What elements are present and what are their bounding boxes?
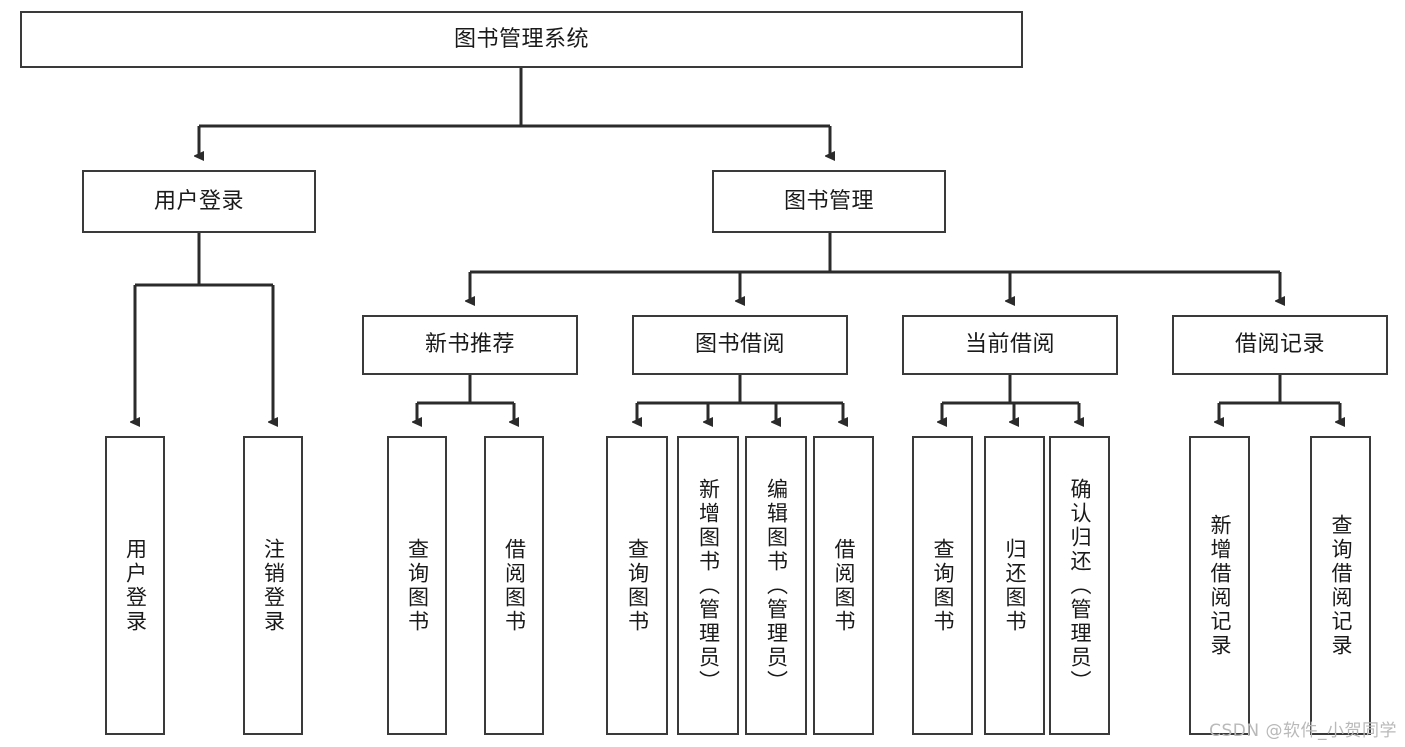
node-user-login-label: 用户登录 bbox=[153, 188, 244, 214]
leaf-query-book-borrow-label: 查询图书 bbox=[625, 537, 650, 634]
node-user-login[interactable]: 用户登录 bbox=[82, 170, 316, 233]
leaf-confirm-return-admin[interactable]: 确认归还（管理员） bbox=[1049, 436, 1110, 735]
leaf-query-book-newbook-label: 查询图书 bbox=[405, 537, 430, 634]
leaf-borrow-book-borrow[interactable]: 借阅图书 bbox=[813, 436, 874, 735]
leaf-user-login-label: 用户登录 bbox=[123, 537, 148, 634]
leaf-add-borrow-record-label: 新增借阅记录 bbox=[1208, 513, 1233, 658]
node-new-book-recommend-label: 新书推荐 bbox=[424, 332, 515, 358]
leaf-borrow-book-newbook[interactable]: 借阅图书 bbox=[484, 436, 544, 735]
leaf-confirm-return-admin-label: 确认归还（管理员） bbox=[1068, 477, 1093, 694]
node-root-label: 图书管理系统 bbox=[453, 26, 589, 52]
leaf-edit-book-admin-label: 编辑图书（管理员） bbox=[764, 477, 789, 694]
leaf-user-login[interactable]: 用户登录 bbox=[105, 436, 165, 735]
node-book-management[interactable]: 图书管理 bbox=[712, 170, 946, 233]
leaf-borrow-book-borrow-label: 借阅图书 bbox=[832, 537, 857, 634]
node-root[interactable]: 图书管理系统 bbox=[20, 11, 1023, 68]
leaf-query-borrow-record[interactable]: 查询借阅记录 bbox=[1310, 436, 1371, 735]
leaf-add-borrow-record[interactable]: 新增借阅记录 bbox=[1189, 436, 1250, 735]
leaf-add-book-admin[interactable]: 新增图书（管理员） bbox=[677, 436, 739, 735]
node-new-book-recommend[interactable]: 新书推荐 bbox=[362, 315, 578, 375]
leaf-return-book-label: 归还图书 bbox=[1003, 537, 1028, 634]
leaf-add-book-admin-label: 新增图书（管理员） bbox=[696, 477, 721, 694]
leaf-query-book-newbook[interactable]: 查询图书 bbox=[387, 436, 447, 735]
leaf-query-book-borrow[interactable]: 查询图书 bbox=[606, 436, 668, 735]
leaf-query-book-current-label: 查询图书 bbox=[931, 537, 956, 634]
leaf-query-book-current[interactable]: 查询图书 bbox=[912, 436, 973, 735]
node-current-borrow[interactable]: 当前借阅 bbox=[902, 315, 1118, 375]
node-book-borrow-label: 图书借阅 bbox=[694, 332, 785, 358]
node-book-borrow[interactable]: 图书借阅 bbox=[632, 315, 848, 375]
node-borrow-record[interactable]: 借阅记录 bbox=[1172, 315, 1388, 375]
leaf-borrow-book-newbook-label: 借阅图书 bbox=[502, 537, 527, 634]
node-book-management-label: 图书管理 bbox=[783, 188, 874, 214]
leaf-query-borrow-record-label: 查询借阅记录 bbox=[1329, 513, 1354, 658]
watermark-text: CSDN @软件_小贺同学 bbox=[1209, 721, 1397, 741]
leaf-logout[interactable]: 注销登录 bbox=[243, 436, 303, 735]
leaf-logout-label: 注销登录 bbox=[261, 537, 286, 634]
node-borrow-record-label: 借阅记录 bbox=[1234, 332, 1325, 358]
leaf-return-book[interactable]: 归还图书 bbox=[984, 436, 1045, 735]
node-current-borrow-label: 当前借阅 bbox=[964, 332, 1055, 358]
leaf-edit-book-admin[interactable]: 编辑图书（管理员） bbox=[745, 436, 807, 735]
